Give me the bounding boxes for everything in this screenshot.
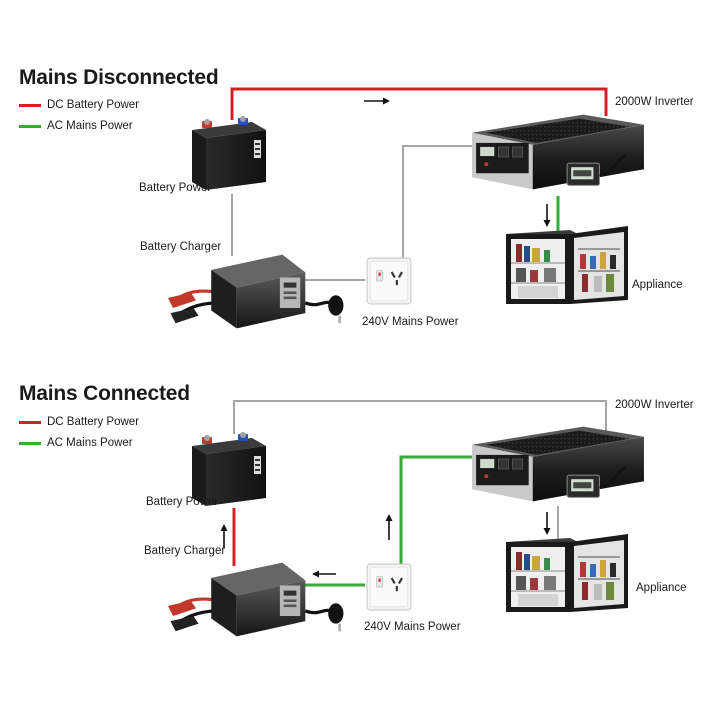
bottom-appliance-image xyxy=(506,534,628,612)
top-battery-label: Battery Power xyxy=(139,182,212,194)
top-battery-image xyxy=(192,116,266,190)
bottom-ac-inverter-wire xyxy=(399,455,473,566)
bottom-inverter-label: 2000W Inverter xyxy=(615,399,694,411)
top-legend-ac: AC Mains Power xyxy=(19,120,133,132)
top-legend-dc-label: DC Battery Power xyxy=(47,99,140,111)
top-charger-image xyxy=(168,252,346,330)
bottom-section-title: Mains Connected xyxy=(19,382,190,405)
top-legend-dc-swatch xyxy=(19,103,41,107)
bottom-legend-ac: AC Mains Power xyxy=(19,437,133,449)
bottom-mains-left-arrow xyxy=(312,570,336,578)
bottom-battery-inverter-wire xyxy=(233,400,607,434)
bottom-wires xyxy=(220,400,607,587)
top-appliance-label: Appliance xyxy=(632,279,683,291)
bottom-charger-label: Battery Charger xyxy=(144,545,226,557)
top-dc-wire xyxy=(230,87,608,120)
bottom-legend-ac-swatch xyxy=(19,441,41,445)
top-section-title: Mains Disconnected xyxy=(19,66,219,89)
bottom-legend-dc: DC Battery Power xyxy=(19,416,139,428)
top-legend-ac-swatch xyxy=(19,124,41,128)
top-appliance-image xyxy=(506,226,628,304)
bottom-legend-ac-label: AC Mains Power xyxy=(47,437,133,449)
top-wires xyxy=(230,87,608,281)
bottom-battery-label: Battery Power xyxy=(146,496,219,508)
top-outlet-image xyxy=(366,257,412,305)
bottom-inverter-image xyxy=(471,425,645,503)
bottom-mains-label: 240V Mains Power xyxy=(364,621,461,633)
bottom-outlet-image xyxy=(366,563,412,611)
bottom-charger-up-arrow xyxy=(220,524,228,548)
bottom-mains-up-arrow xyxy=(385,514,393,540)
top-charger-label: Battery Charger xyxy=(140,241,222,253)
top-inverter-image xyxy=(471,113,645,191)
bottom-battery-image xyxy=(192,432,266,506)
top-mains-label: 240V Mains Power xyxy=(362,316,459,328)
top-appliance-arrow xyxy=(543,204,551,227)
bottom-legend-dc-label: DC Battery Power xyxy=(47,416,140,428)
bottom-appliance-label: Appliance xyxy=(636,582,687,594)
top-dc-flow-arrow xyxy=(364,97,390,105)
bottom-appliance-arrow xyxy=(543,512,551,535)
top-legend-ac-label: AC Mains Power xyxy=(47,120,133,132)
bottom-legend-dc-swatch xyxy=(19,420,41,424)
top-legend-dc: DC Battery Power xyxy=(19,99,139,111)
top-inverter-label: 2000W Inverter xyxy=(615,96,694,108)
top-mains-inverter-wire xyxy=(402,145,473,262)
